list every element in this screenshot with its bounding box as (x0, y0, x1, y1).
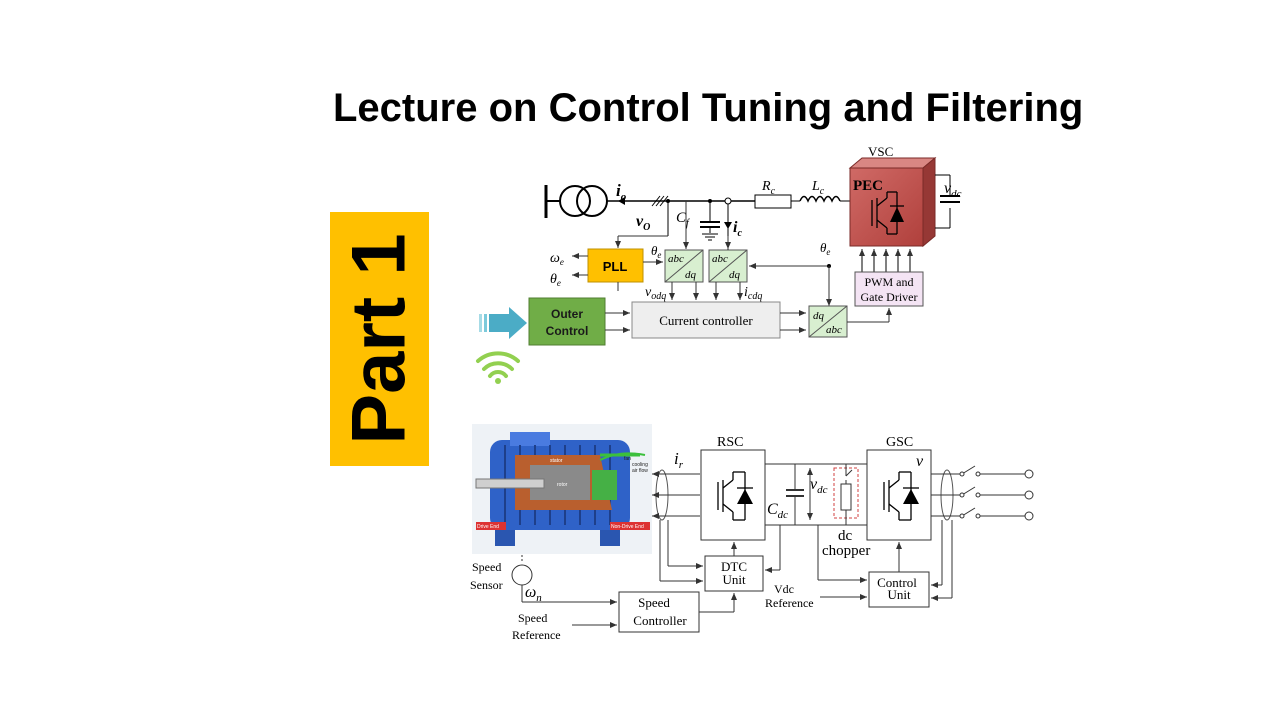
ir-label: ir (674, 449, 684, 471)
svg-text:abc: abc (668, 253, 684, 265)
svg-text:Controller: Controller (633, 613, 687, 628)
lc-label: Lc (811, 179, 825, 197)
slide-title: Lecture on Control Tuning and Filtering (333, 86, 1084, 130)
dtc-unit (704, 555, 764, 592)
svg-text:stator: stator (550, 458, 563, 464)
wifi-icon (476, 351, 520, 378)
pll-block (587, 248, 644, 283)
transformer-icon (559, 185, 591, 217)
svg-text:Speed: Speed (518, 611, 547, 625)
svg-text:θe: θe (820, 240, 830, 257)
svg-text:Reference: Reference (512, 628, 561, 642)
pwm-gate-driver-box (854, 271, 924, 307)
svg-text:dc: dc (838, 528, 853, 544)
svg-text:Vdc: Vdc (774, 582, 794, 596)
svg-text:Speed: Speed (472, 560, 501, 574)
svg-text:cooling: cooling (632, 462, 648, 468)
vdc-label-top: vdc (944, 180, 962, 200)
omega-n-label: ωn (525, 584, 542, 604)
speed-sensor-icon (511, 564, 533, 586)
svg-text:rotor: rotor (557, 482, 568, 488)
abc-dq-transform-1: abc dq (664, 249, 704, 283)
svg-text:θe: θe (651, 243, 661, 260)
svg-text:chopper: chopper (822, 543, 870, 559)
svg-text:abc: abc (712, 253, 728, 265)
ic-label: ic (733, 219, 742, 239)
svg-text:Speed: Speed (638, 595, 670, 610)
part-badge: Part 1 (330, 212, 429, 466)
theta-e-out-label: θe (550, 272, 561, 288)
current-controller-box (631, 301, 781, 339)
svg-text:Unit: Unit (887, 587, 911, 602)
rsc-label: RSC (717, 435, 743, 450)
motor-drive-diagram: stator rotor fan cooling air flow Drive … (470, 424, 1034, 642)
svg-text:Reference: Reference (765, 596, 814, 610)
cf-label: Cf (676, 210, 690, 229)
vsc-control-diagram: io vO Cf ic Rc (476, 144, 962, 384)
vo-label: vO (636, 213, 650, 233)
svg-text:Non-Drive End: Non-Drive End (611, 524, 644, 530)
svg-text:Gate Driver: Gate Driver (861, 290, 918, 304)
v-label: v (916, 453, 924, 470)
gsc-converter (866, 449, 932, 541)
io-label: io (616, 181, 627, 203)
svg-text:Outer: Outer (551, 307, 583, 321)
svg-text:Sensor: Sensor (470, 578, 503, 592)
svg-text:Control: Control (546, 324, 589, 338)
svg-text:fan: fan (624, 456, 631, 462)
svg-text:dq: dq (729, 269, 741, 281)
omega-e-label: ωe (550, 251, 564, 267)
input-arrow-icon (479, 307, 527, 339)
pec-label: PEC (853, 178, 883, 194)
rsc-converter (700, 449, 766, 541)
motor-image: stator rotor fan cooling air flow Drive … (472, 424, 652, 554)
svg-text:dq: dq (813, 310, 825, 322)
svg-text:Current controller: Current controller (659, 313, 753, 328)
svg-text:dq: dq (685, 269, 697, 281)
pll-label: PLL (603, 259, 628, 274)
svg-text:air flow: air flow (632, 468, 648, 474)
outer-control-block (528, 297, 606, 346)
gsc-label: GSC (886, 435, 913, 450)
cdc-label: Cdc (767, 501, 788, 521)
vodq-label: vodq (645, 285, 666, 302)
svg-text:Drive End: Drive End (477, 524, 499, 530)
svg-text:Unit: Unit (722, 572, 746, 587)
svg-text:Control: Control (877, 575, 917, 590)
abc-dq-transform-2: abc dq (708, 249, 748, 283)
control-unit-box (868, 571, 930, 608)
svg-text:DTC: DTC (721, 559, 747, 574)
vsc-label: VSC (868, 144, 893, 159)
dq-abc-transform: dq abc (808, 305, 848, 338)
svg-text:abc: abc (826, 324, 842, 336)
rc-label: Rc (761, 179, 776, 197)
icdq-label: icdq (744, 285, 762, 302)
lc-inductor (799, 195, 841, 203)
vdc-label-bottom: vdc (810, 476, 828, 496)
svg-text:PWM and: PWM and (865, 275, 914, 289)
